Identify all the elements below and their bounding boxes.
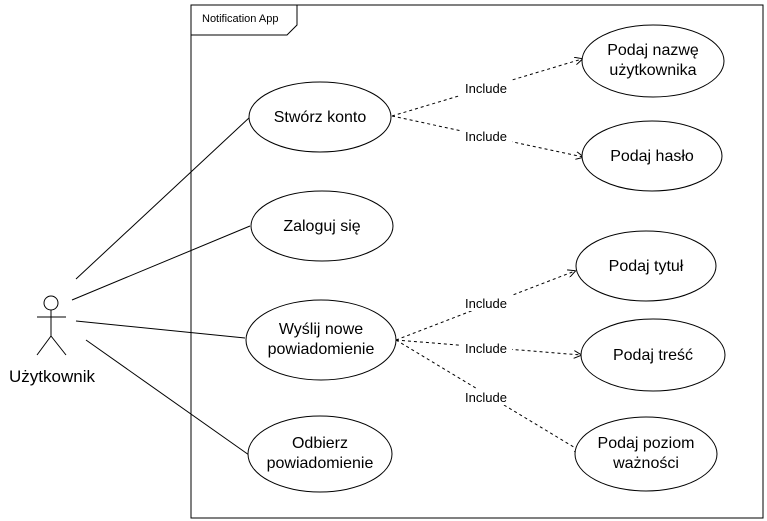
include-label-tresc: Include: [465, 341, 507, 356]
use-case-label-podaj-tresc: Podaj treść: [613, 347, 693, 364]
actor-icon[interactable]: [36, 295, 67, 356]
use-case-label-wyslij-2: powiadomienie: [268, 341, 375, 358]
actor-name: Użytkownik: [9, 367, 95, 386]
use-case-label-odbierz-1: Odbierz: [292, 435, 348, 452]
include-label-nazwa: Include: [465, 81, 507, 96]
system-title: Notification App: [202, 13, 278, 25]
system-boundary: [190, 4, 764, 519]
use-case-label-stworz-konto: Stwórz konto: [274, 109, 367, 126]
use-case-label-podaj-nazwe-1: Podaj nazwę: [607, 42, 699, 59]
association-stworz-konto: [75, 116, 251, 280]
use-case-odbierz[interactable]: [247, 415, 393, 493]
include-label-poziom: Include: [465, 390, 507, 405]
use-case-label-podaj-poziom-2: ważności: [612, 455, 679, 472]
use-case-wyslij[interactable]: [245, 299, 397, 381]
include-label-haslo: Include: [465, 129, 507, 144]
association-zaloguj: [71, 225, 251, 301]
use-case-label-podaj-nazwe-2: użytkownika: [609, 62, 696, 79]
association-odbierz: [85, 339, 250, 456]
use-case-label-wyslij-1: Wyślij nowe: [279, 321, 363, 338]
use-case-podaj-poziom[interactable]: [574, 416, 718, 492]
system-title-tab: [191, 5, 298, 36]
use-case-podaj-tresc[interactable]: [580, 318, 726, 392]
use-case-label-podaj-haslo: Podaj hasło: [610, 148, 694, 165]
association-wyslij: [75, 320, 246, 339]
include-arrow-tytul: [395, 271, 575, 341]
use-case-zaloguj[interactable]: [250, 190, 394, 262]
use-case-label-odbierz-2: powiadomienie: [267, 455, 374, 472]
use-case-label-podaj-tytul: Podaj tytuł: [609, 258, 684, 275]
use-case-label-podaj-poziom-1: Podaj poziom: [598, 435, 695, 452]
use-case-podaj-haslo[interactable]: [581, 120, 723, 192]
use-case-podaj-tytul[interactable]: [575, 230, 717, 302]
use-case-stworz-konto[interactable]: [248, 81, 392, 153]
use-case-podaj-nazwe[interactable]: [581, 24, 725, 98]
use-case-label-zaloguj: Zaloguj się: [283, 218, 360, 235]
include-label-tytul: Include: [465, 296, 507, 311]
